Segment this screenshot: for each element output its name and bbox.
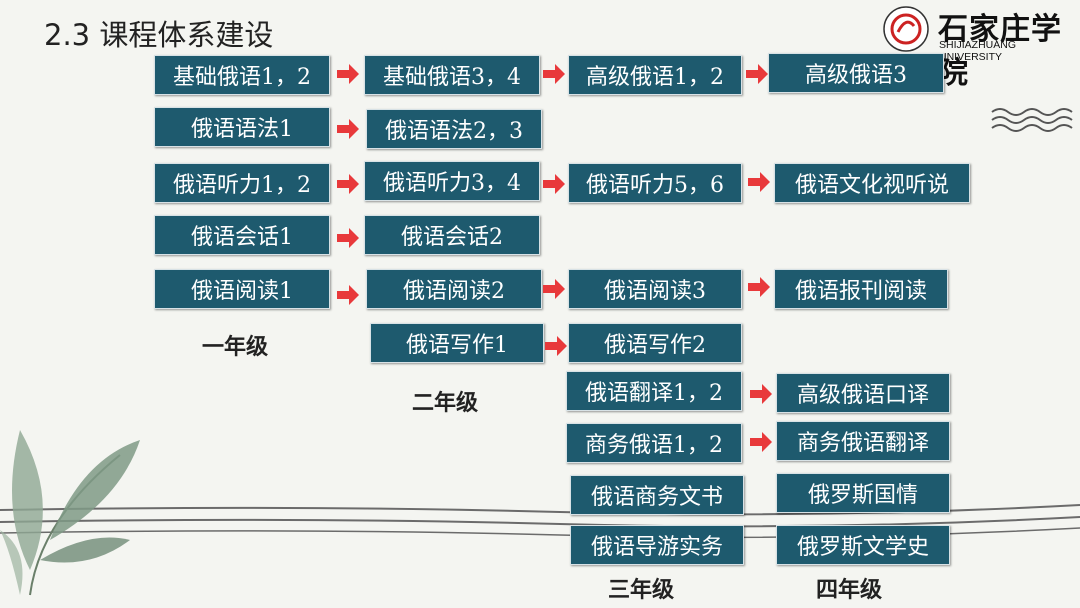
course-box: 俄语报刊阅读 [774, 269, 948, 309]
arrow-right-icon [543, 64, 565, 84]
course-box: 俄语听力5，6 [568, 163, 742, 203]
grade-label: 三年级 [608, 577, 675, 603]
logo-name-cn: 石家庄学院 [938, 12, 1062, 91]
course-box: 俄语语法2，3 [366, 109, 542, 149]
course-box: 俄语导游实务 [570, 525, 744, 565]
leaf-decoration [0, 430, 140, 596]
arrow-right-icon [337, 119, 359, 139]
course-box: 基础俄语3，4 [364, 55, 540, 95]
arrow-right-icon [337, 64, 359, 84]
course-box: 俄语阅读2 [366, 269, 542, 309]
course-box: 俄语写作1 [370, 323, 544, 363]
course-box: 俄语翻译1，2 [566, 371, 742, 411]
course-box: 俄语阅读3 [568, 269, 742, 309]
course-box: 高级俄语口译 [776, 373, 950, 413]
arrow-right-icon [750, 432, 772, 452]
course-box: 俄语听力1，2 [154, 163, 330, 203]
course-box: 俄罗斯国情 [776, 473, 950, 513]
course-box: 俄语会话1 [154, 215, 330, 255]
arrow-right-icon [750, 384, 772, 404]
course-box: 俄语写作2 [568, 323, 742, 363]
course-box: 俄语语法1 [154, 107, 330, 147]
course-box: 高级俄语1，2 [568, 55, 742, 95]
university-logo [883, 6, 929, 52]
arrow-right-icon [543, 174, 565, 194]
arrow-right-icon [746, 64, 768, 84]
page-title: 2.3 课程体系建设 [44, 18, 274, 52]
arrow-right-icon [337, 174, 359, 194]
arrow-right-icon [337, 285, 359, 305]
grade-label: 一年级 [202, 334, 269, 360]
arrow-right-icon [543, 279, 565, 299]
arrow-right-icon [748, 172, 770, 192]
course-box: 商务俄语翻译 [776, 421, 950, 461]
arrow-right-icon [337, 228, 359, 248]
arrow-right-icon [748, 277, 770, 297]
course-box: 高级俄语3 [768, 53, 944, 93]
arrow-right-icon [545, 336, 567, 356]
course-box: 俄语商务文书 [570, 475, 744, 515]
course-box: 俄语阅读1 [154, 269, 330, 309]
course-box: 俄语文化视听说 [774, 163, 970, 203]
course-box: 商务俄语1，2 [566, 423, 742, 463]
logo-name-en: SHIJIAZHUANG UNIVERSITY [939, 39, 1017, 63]
grade-label: 四年级 [816, 577, 883, 603]
course-box: 俄罗斯文学史 [776, 525, 950, 565]
grade-label: 二年级 [412, 390, 479, 416]
course-box: 俄语听力3，4 [364, 161, 540, 201]
course-box: 基础俄语1，2 [154, 55, 330, 95]
course-box: 俄语会话2 [364, 215, 540, 255]
